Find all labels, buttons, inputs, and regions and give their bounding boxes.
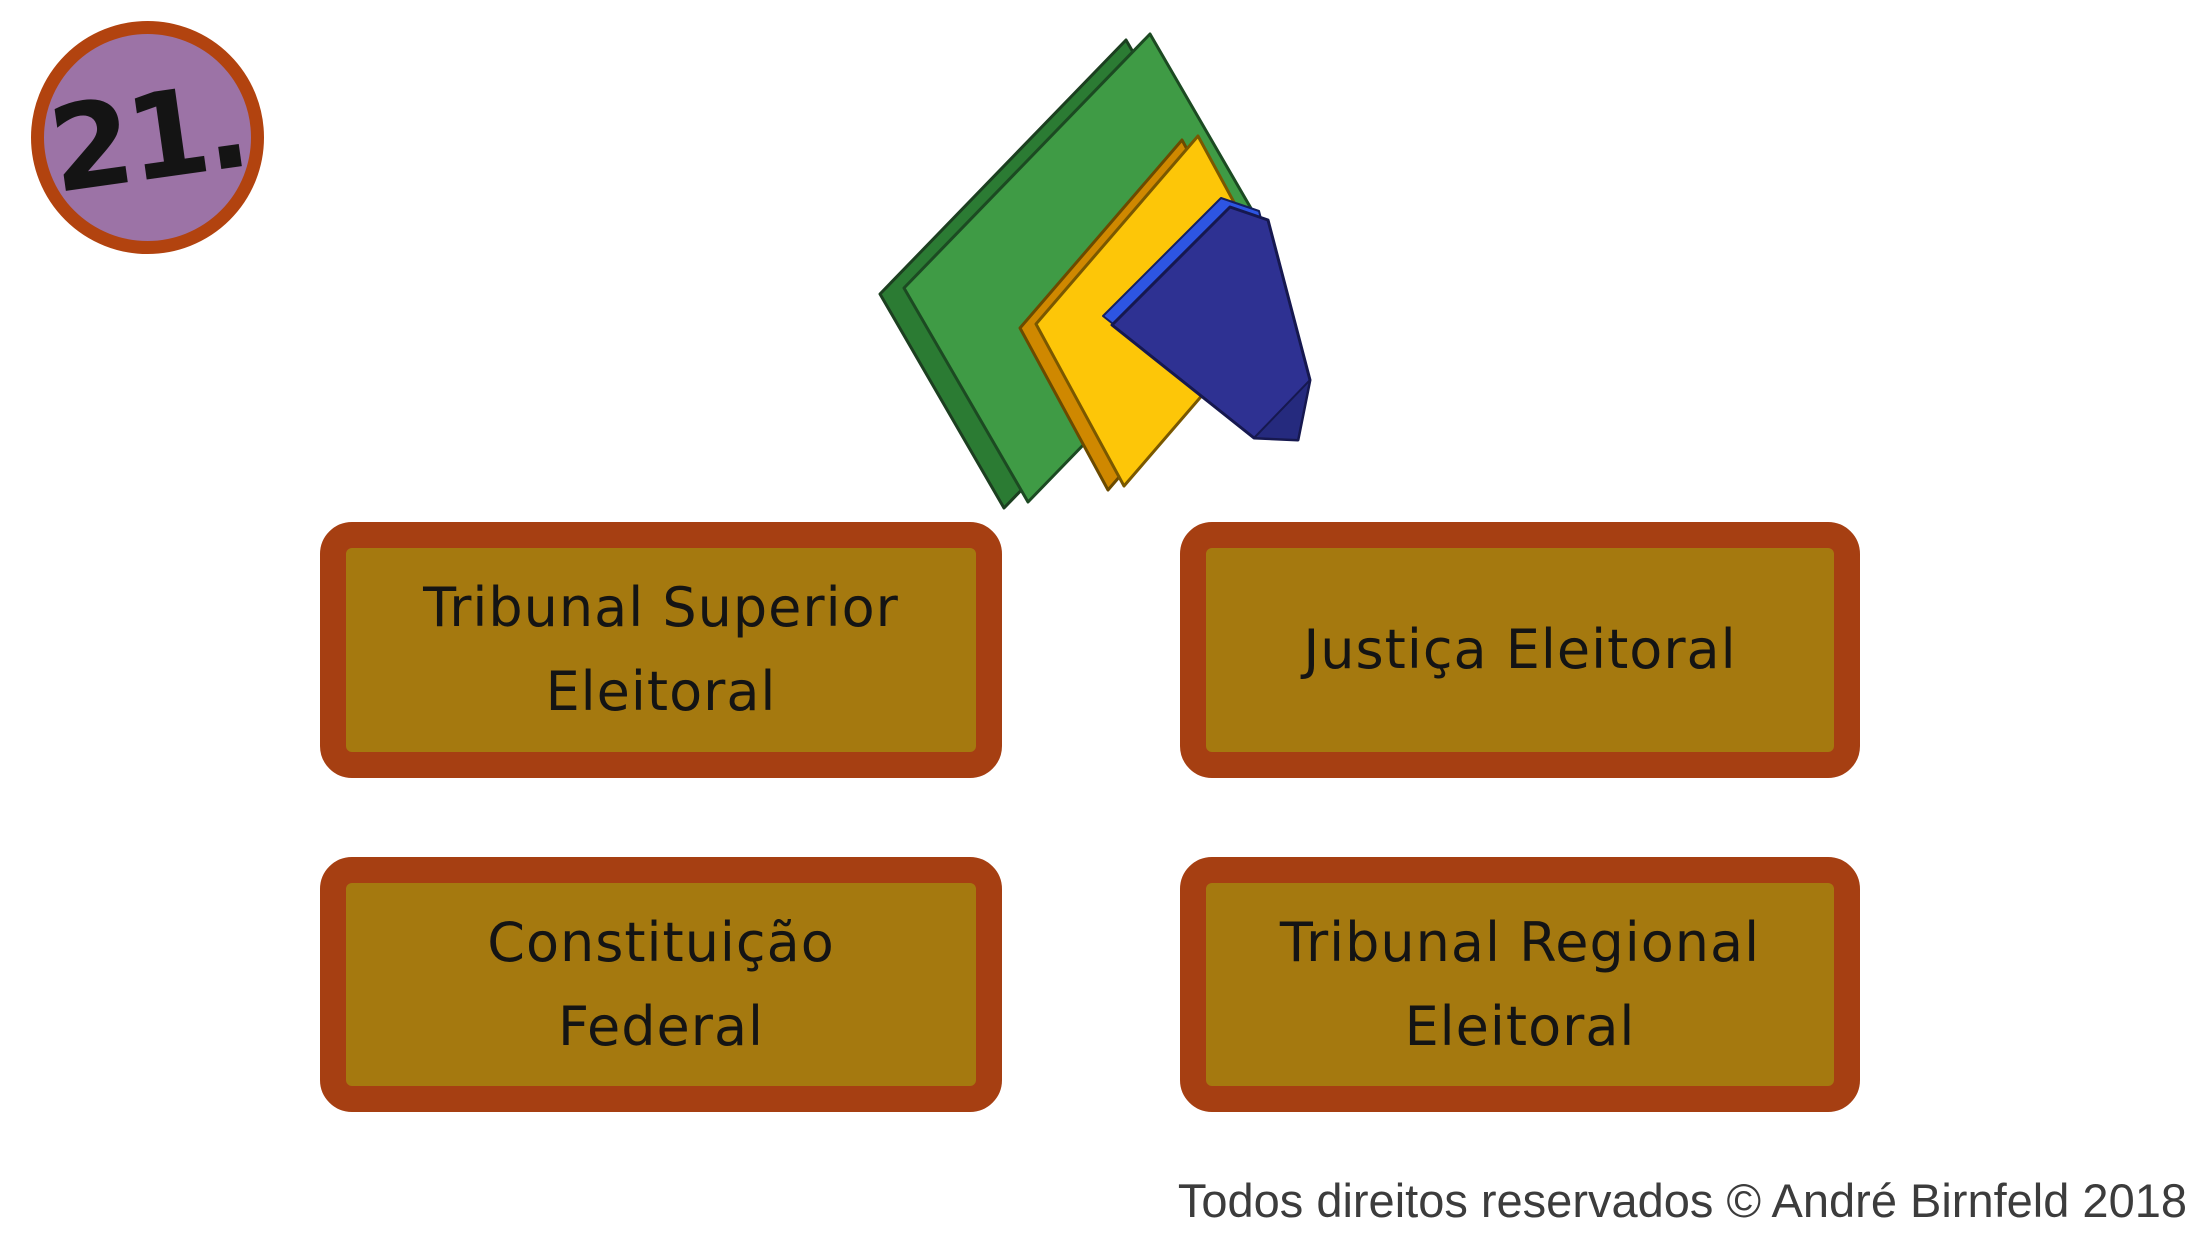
- answer-constituicao-federal[interactable]: Constituição Federal: [320, 857, 1002, 1112]
- answer-label: Tribunal Superior Eleitoral: [423, 576, 899, 723]
- answer-label: Constituição Federal: [487, 910, 835, 1058]
- answer-tribunal-superior-eleitoral[interactable]: Tribunal Superior Eleitoral: [320, 522, 1002, 778]
- question-number: 21.: [41, 55, 254, 220]
- logo-blue-bevel: [1253, 379, 1311, 441]
- copyright-text: Todos direitos reservados © André Birnfe…: [1177, 1174, 2187, 1227]
- answer-label: Tribunal Regional Eleitoral: [1279, 910, 1761, 1058]
- answer-justica-eleitoral[interactable]: Justiça Eleitoral: [1180, 522, 1860, 778]
- electoral-justice-logo: [878, 32, 1312, 510]
- question-number-badge: 21.: [31, 21, 264, 254]
- answer-label: Justiça Eleitoral: [1303, 618, 1737, 682]
- answer-tribunal-regional-eleitoral[interactable]: Tribunal Regional Eleitoral: [1180, 857, 1860, 1112]
